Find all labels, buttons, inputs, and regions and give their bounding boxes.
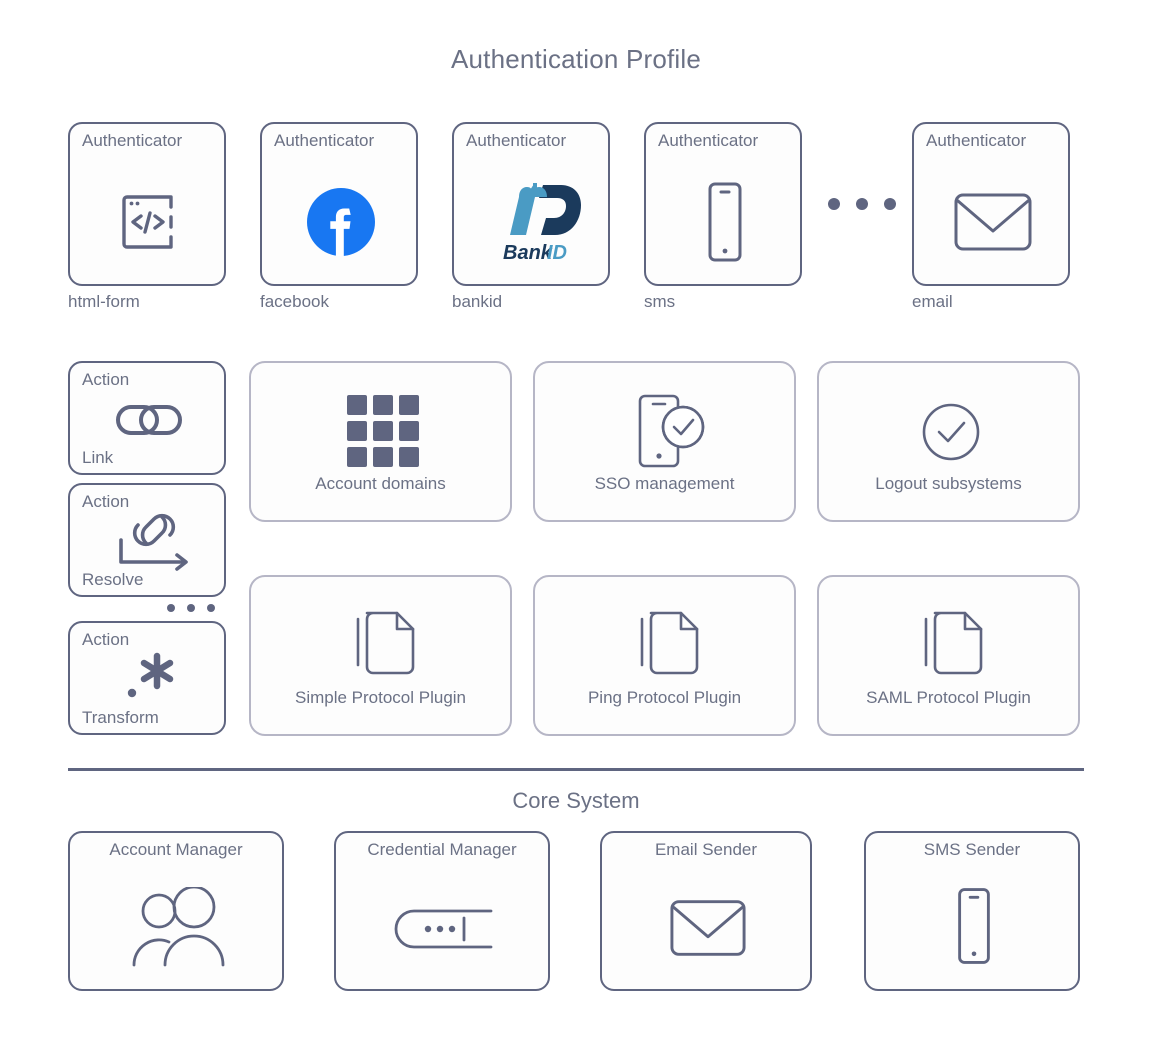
asterisk-icon [70,649,228,709]
card-caption: Action [82,370,130,389]
code-window-icon [70,172,228,272]
module-card-ping-protocol-plugin[interactable]: Ping Protocol Plugin [533,575,796,736]
module-label: SAML Protocol Plugin [866,688,1031,707]
module-card-sso-management[interactable]: SSO management [533,361,796,522]
envelope-icon [914,172,1072,272]
bankid-wordmark-id: ID [547,242,567,264]
authenticator-label-bankid: bankid [452,292,503,311]
authenticator-card-sms[interactable]: Authenticator [644,122,802,286]
envelope-icon [602,877,814,979]
action-label: Transform [82,708,159,727]
grid-squares-shape [346,395,419,467]
core-card-label: Email Sender [654,840,758,859]
module-label: SSO management [594,474,735,493]
core-card-account-manager[interactable]: Account Manager [68,831,284,991]
authenticator-label-html-form: html-form [68,292,140,311]
more-actions-ellipsis [167,604,215,612]
check-circle-icon [819,395,1082,469]
authenticator-card-facebook[interactable]: Authenticator [260,122,418,286]
action-label: Resolve [82,570,144,589]
action-label: Link [82,448,114,467]
authenticator-label-sms: sms [644,292,676,311]
bankid-icon: Bank ID [454,170,612,274]
module-card-saml-protocol-plugin[interactable]: SAML Protocol Plugin [817,575,1080,736]
module-card-simple-protocol-plugin[interactable]: Simple Protocol Plugin [249,575,512,736]
module-label: Ping Protocol Plugin [587,688,742,707]
action-card-link[interactable]: Action Link [68,361,226,475]
card-caption: Authenticator [658,131,759,150]
more-authenticators-ellipsis [828,198,896,210]
module-label: Account domains [315,474,446,493]
card-caption: Action [82,492,130,511]
authenticator-label-email: email [912,292,953,311]
card-caption: Authenticator [466,131,567,150]
page-title: Authentication Profile [450,44,702,74]
facebook-icon [262,172,420,272]
authenticator-label-facebook: facebook [260,292,329,311]
card-caption: Action [82,630,130,649]
section-divider [68,768,1084,771]
action-card-resolve[interactable]: Action Resolve [68,483,226,597]
module-label: Logout subsystems [875,474,1022,493]
module-card-account-domains[interactable]: Account domains [249,361,512,522]
grid-squares-icon [251,391,514,471]
authenticator-card-bankid[interactable]: Authenticator Bank ID [452,122,610,286]
core-card-label: Credential Manager [367,840,517,859]
chain-link-icon [70,391,228,449]
card-caption: Authenticator [82,131,183,150]
document-icon [819,599,1082,685]
chain-link-arrow-icon [70,509,228,575]
document-icon [251,599,514,685]
core-card-credential-manager[interactable]: Credential Manager [334,831,550,991]
phone-icon [646,170,804,274]
password-field-icon [336,879,552,979]
card-caption: Authenticator [926,131,1027,150]
bankid-wordmark-bank: Bank [503,242,553,264]
authenticator-card-html-form[interactable]: Authenticator [68,122,226,286]
core-card-sms-sender[interactable]: SMS Sender [864,831,1080,991]
phone-icon [866,873,1082,979]
authenticator-card-email[interactable]: Authenticator [912,122,1070,286]
module-label: Simple Protocol Plugin [294,688,467,707]
card-caption: Authenticator [274,131,375,150]
action-card-transform[interactable]: Action Transform [68,621,226,735]
users-icon [70,875,286,981]
core-card-label: SMS Sender [923,840,1021,859]
phone-check-icon [535,389,798,473]
core-card-email-sender[interactable]: Email Sender [600,831,812,991]
document-icon [535,599,798,685]
core-card-label: Account Manager [109,840,243,859]
module-card-logout-subsystems[interactable]: Logout subsystems [817,361,1080,522]
core-system-title: Core System [512,788,640,813]
